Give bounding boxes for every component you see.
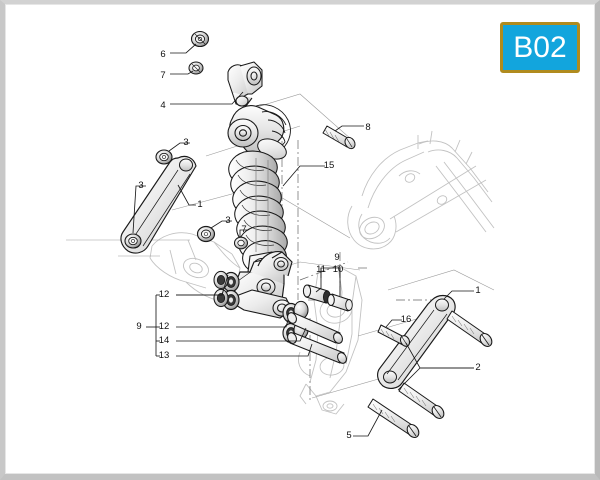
self-locking-nut-part-3-center (196, 225, 216, 243)
frame-pivot-bolt-long-part-5 (367, 398, 420, 439)
linkage-bolt-long-part-2-lower (398, 382, 445, 419)
sheet-code-badge: B02 (500, 22, 580, 73)
connecting-rod-linkage-arm-part-1-left (120, 149, 197, 254)
rocker-linkage-assembly (213, 251, 309, 344)
washer-part-7-center (233, 236, 249, 250)
connecting-rod-linkage-arm-part-1-right (377, 294, 456, 389)
linkage-bolt-long-part-2-upper (446, 310, 493, 347)
callout-leader-lines (132, 43, 474, 437)
self-locking-nut-part-3-bottom (124, 233, 142, 249)
phantom-context-geometry (149, 130, 495, 415)
upper-shock-mount-bracket-part-4 (227, 61, 263, 107)
needle-roller-bearing-part-12-pair (213, 270, 240, 311)
short-pivot-bolt-part-16-right (377, 324, 411, 347)
self-locking-nut-part-3-top (155, 149, 173, 165)
pivot-sleeve-short-part-14 (287, 312, 343, 344)
upper-mount-nut-part-6 (190, 30, 210, 48)
spacer-bushing-short-part-10 (327, 293, 353, 312)
spacer-bushing-long-part-11 (302, 284, 332, 304)
shock-upper-bolt-part-8 (322, 125, 356, 150)
group-bracket-part-9-left (146, 274, 313, 357)
sheet-code-text: B02 (513, 30, 567, 64)
